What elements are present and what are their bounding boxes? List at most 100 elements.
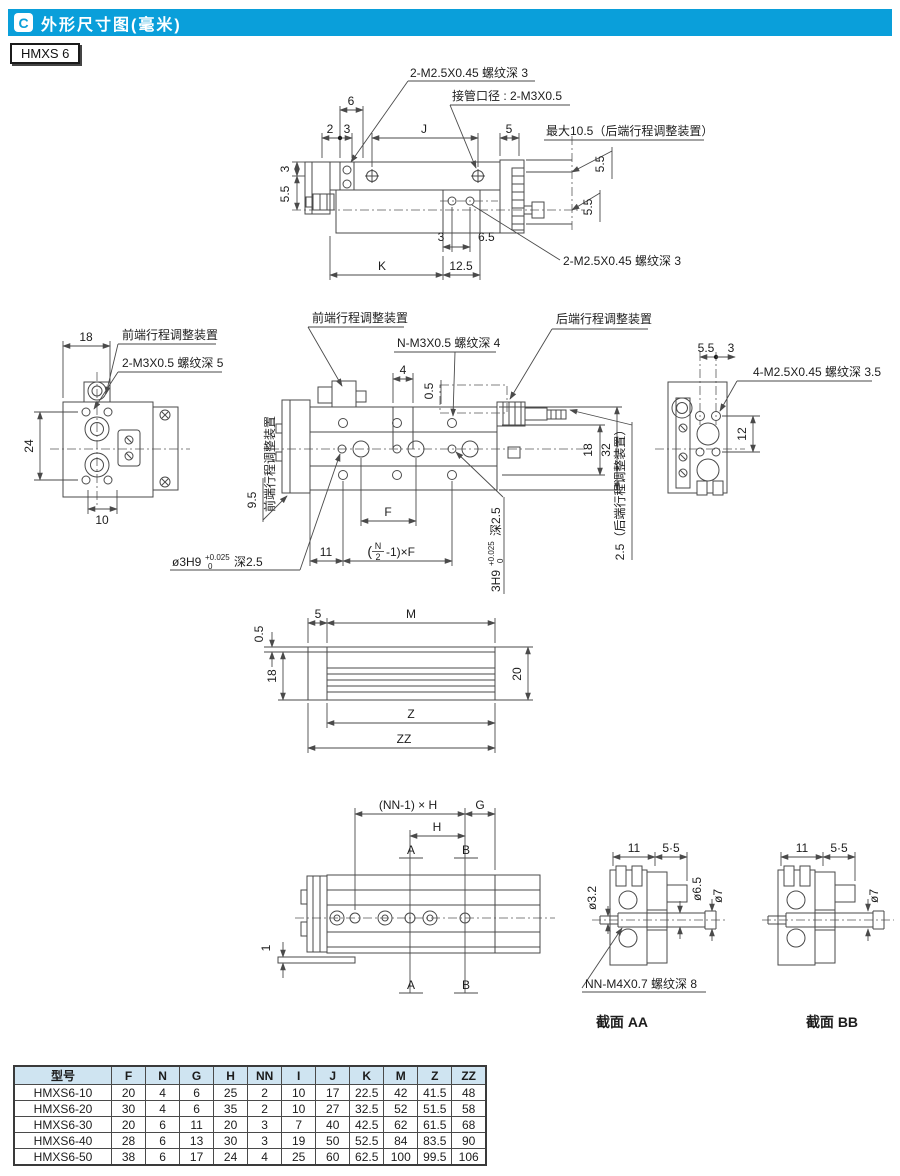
value-cell: 3	[247, 1132, 283, 1149]
dim-label: 11	[628, 841, 641, 855]
column-header: I	[281, 1065, 317, 1085]
value-cell: 19	[281, 1132, 317, 1149]
dim-label: 5	[506, 122, 513, 136]
value-cell: 100	[383, 1148, 419, 1166]
dim-label: 6.5	[478, 230, 495, 244]
column-header: M	[383, 1065, 419, 1085]
value-cell: 42.5	[349, 1116, 385, 1133]
value-cell: 52	[383, 1100, 419, 1117]
value-cell: 106	[451, 1148, 487, 1166]
value-cell: 84	[383, 1132, 419, 1149]
callout-thread-bottom: 2-M2.5X0.45 螺纹深 3	[563, 254, 681, 268]
value-cell: 51.5	[417, 1100, 453, 1117]
value-cell: 83.5	[417, 1132, 453, 1149]
value-cell: 13	[179, 1132, 215, 1149]
value-cell: 27	[315, 1100, 351, 1117]
section-mark-b: B	[462, 978, 470, 992]
value-cell: 4	[145, 1084, 181, 1101]
value-cell: 48	[451, 1084, 487, 1101]
value-cell: 61.5	[417, 1116, 453, 1133]
dim-label: 32	[599, 443, 613, 457]
dim-label: K	[378, 259, 386, 273]
dim-label: 9.5	[245, 491, 259, 508]
value-cell: 42	[383, 1084, 419, 1101]
dim-label: 4	[400, 363, 407, 377]
dim-label: F	[384, 505, 391, 519]
section-mark-b: B	[462, 843, 470, 857]
dim-label: 3	[728, 341, 735, 355]
callout-thread: NN-M4X0.7 螺纹深 8	[585, 977, 697, 991]
note-rear-adjuster-vert: 2.5（后端行程调整装置）	[612, 424, 627, 561]
model-cell: HMXS6-40	[13, 1132, 112, 1149]
svg-text:+0.025: +0.025	[487, 541, 496, 566]
callout-thread-top: 2-M2.5X0.45 螺纹深 3	[410, 66, 528, 80]
svg-text:深2.5: 深2.5	[234, 555, 263, 569]
callout-thread: N-M3X0.5 螺纹深 4	[397, 336, 501, 350]
column-header: ZZ	[451, 1065, 487, 1085]
value-cell: 17	[315, 1084, 351, 1101]
value-cell: 6	[145, 1132, 181, 1149]
dim-label: 0.5	[422, 382, 436, 399]
section-logo-icon: C	[14, 13, 33, 32]
dim-label: 11	[320, 545, 333, 559]
section-caption: 截面 BB	[806, 1014, 858, 1030]
callout-front-adjuster: 前端行程调整装置	[122, 327, 218, 342]
value-cell: 30	[110, 1100, 147, 1117]
callout-front-adjuster: 前端行程调整装置	[312, 310, 408, 325]
callout-thread: 2-M3X0.5 螺纹深 5	[122, 356, 224, 370]
value-cell: 10	[281, 1084, 317, 1101]
model-cell: HMXS6-20	[13, 1100, 112, 1117]
dim-label: 24	[22, 439, 36, 453]
column-header: N	[145, 1065, 181, 1085]
fig-plan-view: 前端行程调整装置 后端行程调整装置 N-M3X0.5 螺纹深 4 4 0.5 1…	[170, 310, 652, 594]
value-cell: 2	[247, 1100, 283, 1117]
column-header: H	[213, 1065, 249, 1085]
value-cell: 50	[315, 1132, 351, 1149]
dim-label: 12	[735, 427, 749, 441]
svg-text:3H9: 3H9	[489, 570, 503, 592]
callout-port: 接管口径 : 2-M3X0.5	[452, 88, 562, 103]
section-header: C 外形尺寸图(毫米)	[8, 9, 892, 36]
svg-text:(: (	[367, 543, 372, 559]
mounting-foot	[277, 956, 356, 964]
thread-hole	[342, 165, 352, 175]
value-cell: 22.5	[349, 1084, 385, 1101]
svg-text:ø3H9: ø3H9	[172, 555, 202, 569]
dim-label: ZZ	[397, 732, 412, 746]
fig-front-end-view: 18 前端行程调整装置 2-M3X0.5 螺纹深 5 24 10	[22, 327, 224, 527]
value-cell: 20	[110, 1084, 147, 1101]
dim-label: ø7	[867, 889, 881, 903]
dim-label: 5.5	[581, 198, 595, 215]
thread-hole	[342, 179, 352, 189]
dim-label: J	[421, 122, 427, 136]
dim-label: 12.5	[449, 259, 473, 273]
value-cell: 35	[213, 1100, 249, 1117]
callout-thread: 4-M2.5X0.45 螺纹深 3.5	[753, 365, 881, 379]
svg-text:深2.5: 深2.5	[489, 507, 503, 536]
fig-rear-end-view: 5.5 3 4-M2.5X0.45 螺纹深 3.5 12	[655, 341, 881, 496]
value-cell: 6	[179, 1084, 215, 1101]
value-cell: 7	[281, 1116, 317, 1133]
dim-pitch-formula: ( N 2 -1)×F	[367, 541, 415, 562]
value-cell: 3	[247, 1116, 283, 1133]
dim-label: 18	[265, 669, 279, 683]
section-caption: 截面 AA	[596, 1014, 648, 1030]
dim-label: Z	[407, 707, 414, 721]
svg-text:+0.025: +0.025	[205, 553, 230, 562]
value-cell: 11	[179, 1116, 215, 1133]
value-cell: 38	[110, 1148, 147, 1166]
callout-hole-spec-vert: 3H9 +0.025 0 深2.5	[487, 497, 505, 594]
value-cell: 41.5	[417, 1084, 453, 1101]
value-cell: 62	[383, 1116, 419, 1133]
adjuster-screw	[531, 201, 545, 219]
fig-bottom-view: 0.5 5 M 18 20 Z ZZ	[252, 607, 533, 753]
value-cell: 25	[213, 1084, 249, 1101]
dim-label: 5	[315, 607, 322, 621]
callout-max-stroke: 最大10.5（后端行程调整装置）	[546, 123, 713, 138]
value-cell: 58	[451, 1100, 487, 1117]
